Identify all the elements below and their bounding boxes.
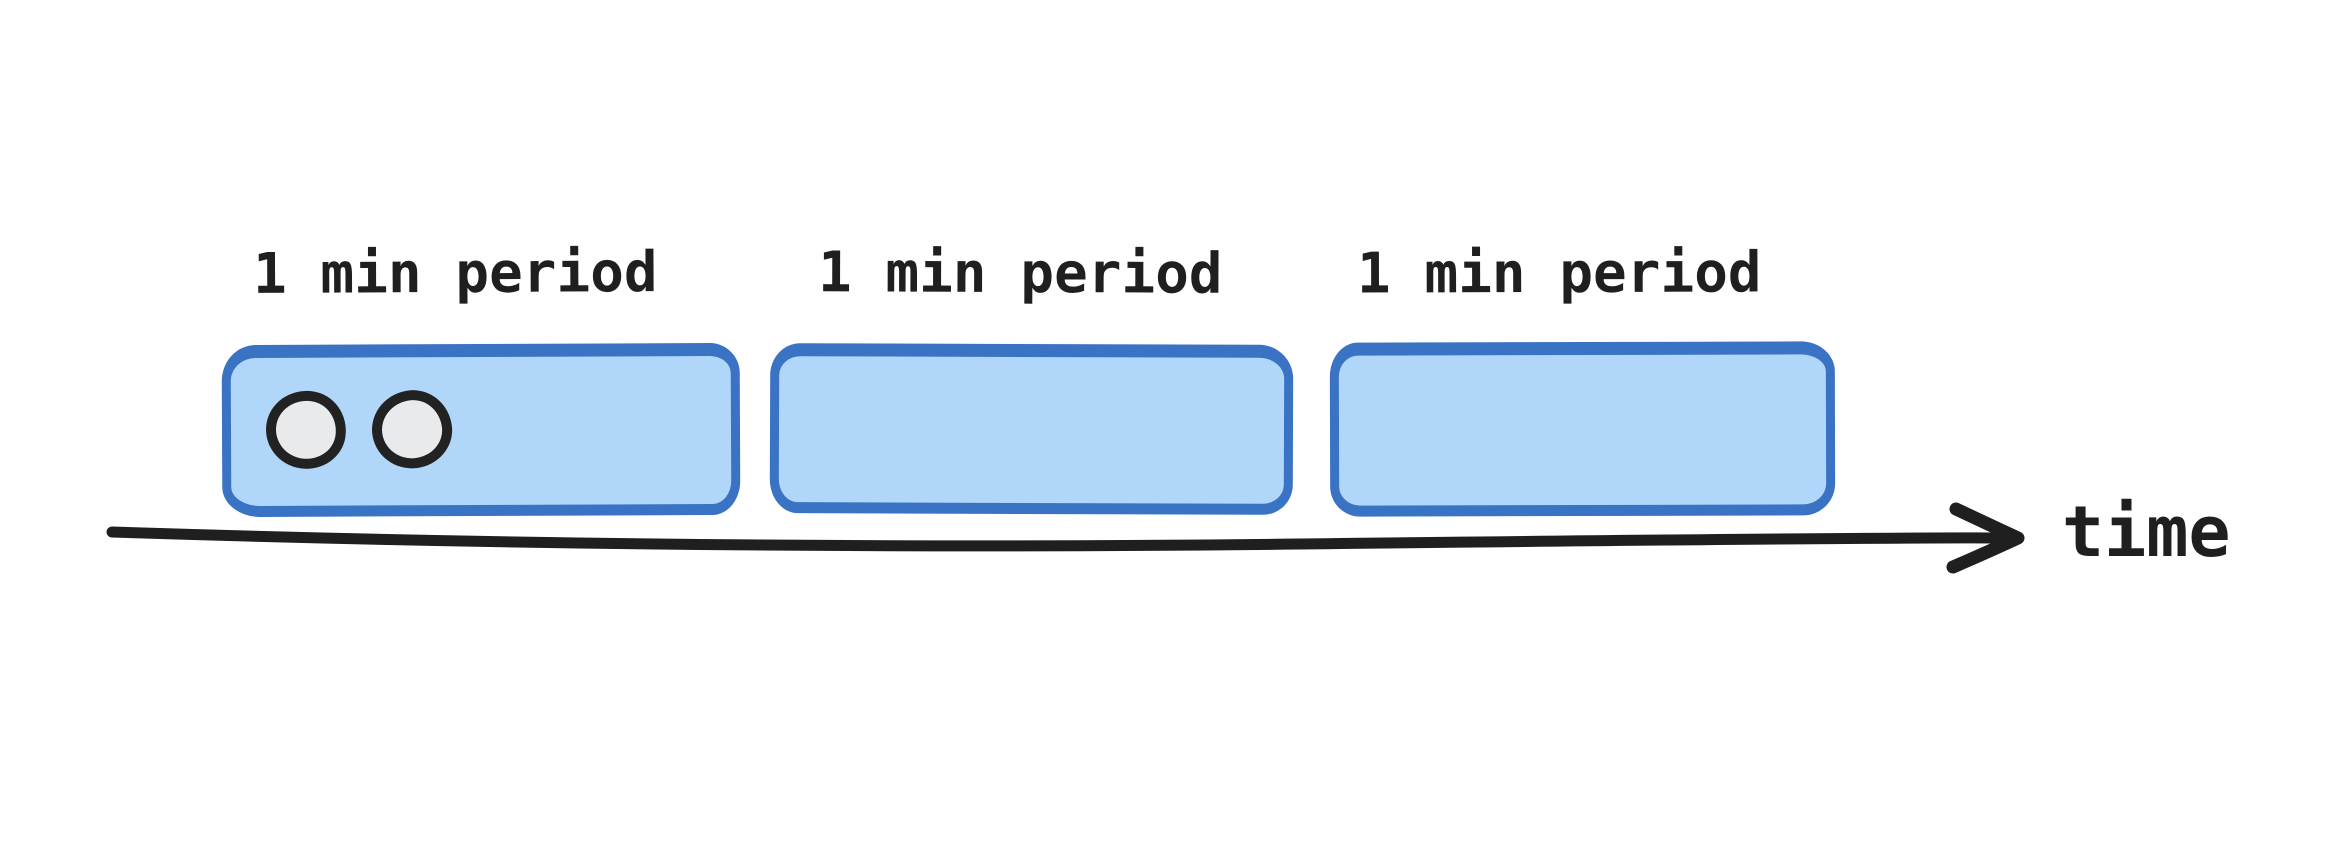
time-axis-line	[106, 526, 2008, 552]
period-box-3	[1329, 341, 1836, 517]
request-dot	[261, 385, 351, 474]
period-label-1: 1 min period	[252, 240, 658, 307]
period-label-2: 1 min period	[817, 240, 1223, 307]
time-axis-arrowhead-icon	[1946, 502, 2025, 574]
period-label-3: 1 min period	[1356, 240, 1762, 307]
request-dot	[367, 386, 457, 473]
period-box-1	[221, 342, 741, 518]
request-dots-row	[261, 385, 457, 474]
time-axis-label: time	[2062, 491, 2231, 573]
period-box-2	[769, 343, 1294, 515]
